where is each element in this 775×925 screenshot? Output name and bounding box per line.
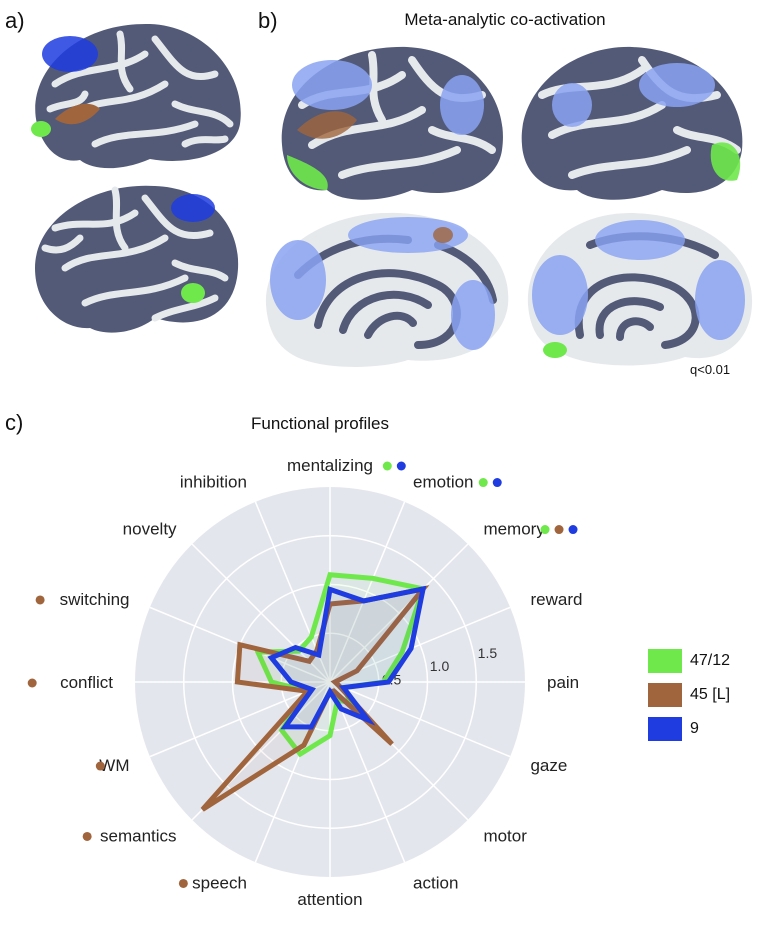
legend: 47/12 45 [L] 9 — [648, 644, 730, 746]
radar-gridline-spoke — [329, 543, 469, 683]
radar-marker-dot — [82, 831, 92, 841]
radar-tick-label: 1.0 — [430, 658, 450, 674]
legend-item-45-l: 45 [L] — [648, 678, 730, 712]
radar-tick-label: 1.5 — [478, 645, 498, 661]
legend-swatch — [648, 717, 682, 741]
brain-b-right-medial — [520, 205, 760, 375]
radar-series-9 — [267, 585, 427, 730]
radar-category-label: conflict — [60, 673, 113, 692]
radar-marker-dot — [178, 878, 188, 888]
panel-label-b: b) — [258, 8, 278, 33]
radar-category-label: memory — [483, 520, 545, 539]
radar-category-label: inhibition — [180, 473, 247, 492]
radar-marker-dot — [492, 478, 502, 488]
radar-category-label: switching — [60, 590, 130, 609]
radar-gridline-spoke — [329, 681, 511, 758]
threshold-label: q<0.01 — [690, 362, 731, 377]
radar-marker-dot — [478, 478, 488, 488]
brain-a-right-lateral — [25, 178, 245, 338]
radar-gridline-spoke — [149, 681, 331, 758]
legend-item-47-12: 47/12 — [648, 644, 730, 678]
brain-b-left-medial — [258, 205, 518, 375]
panel-label-a: a) — [5, 8, 25, 33]
radar-category-label: speech — [192, 873, 247, 892]
radar-marker-dot — [554, 525, 564, 535]
legend-swatch — [648, 683, 682, 707]
legend-label: 47/12 — [690, 652, 731, 669]
legend-item-9: 9 — [648, 712, 730, 746]
radar-marker-dot — [27, 678, 37, 688]
radar-title: Functional profiles — [251, 414, 389, 433]
brain-b-right-lateral — [512, 35, 752, 205]
coactivation-title: Meta-analytic co-activation — [404, 10, 606, 29]
radar-category-label: WM — [99, 756, 129, 775]
radar-category-label: pain — [547, 673, 579, 692]
radar-category-label: motor — [483, 826, 527, 845]
radar-category-label: gaze — [530, 756, 567, 775]
radar-marker-dot — [95, 761, 105, 771]
radar-marker-dot — [568, 525, 578, 535]
brain-b-left-lateral — [272, 35, 512, 205]
radar-category-label: action — [413, 873, 458, 892]
radar-chart: 0.51.01.5 mentalizingemotionmemoryreward… — [27, 456, 582, 909]
radar-category-label: semantics — [100, 826, 177, 845]
legend-swatch — [648, 649, 682, 673]
radar-category-label: attention — [297, 890, 362, 909]
radar-category-label: reward — [530, 590, 582, 609]
radar-marker-dot — [396, 461, 406, 471]
radar-category-label: emotion — [413, 473, 473, 492]
radar-category-label: mentalizing — [287, 456, 373, 475]
legend-label: 9 — [690, 720, 699, 737]
legend-label: 45 [L] — [690, 686, 731, 703]
radar-gridline-spoke — [329, 501, 406, 683]
radar-marker-dot — [540, 525, 550, 535]
radar-marker-dot — [35, 595, 45, 605]
radar-marker-dot — [382, 461, 392, 471]
radar-category-label: novelty — [123, 520, 177, 539]
brain-a-lateral — [25, 14, 245, 174]
panel-label-c: c) — [5, 410, 24, 435]
